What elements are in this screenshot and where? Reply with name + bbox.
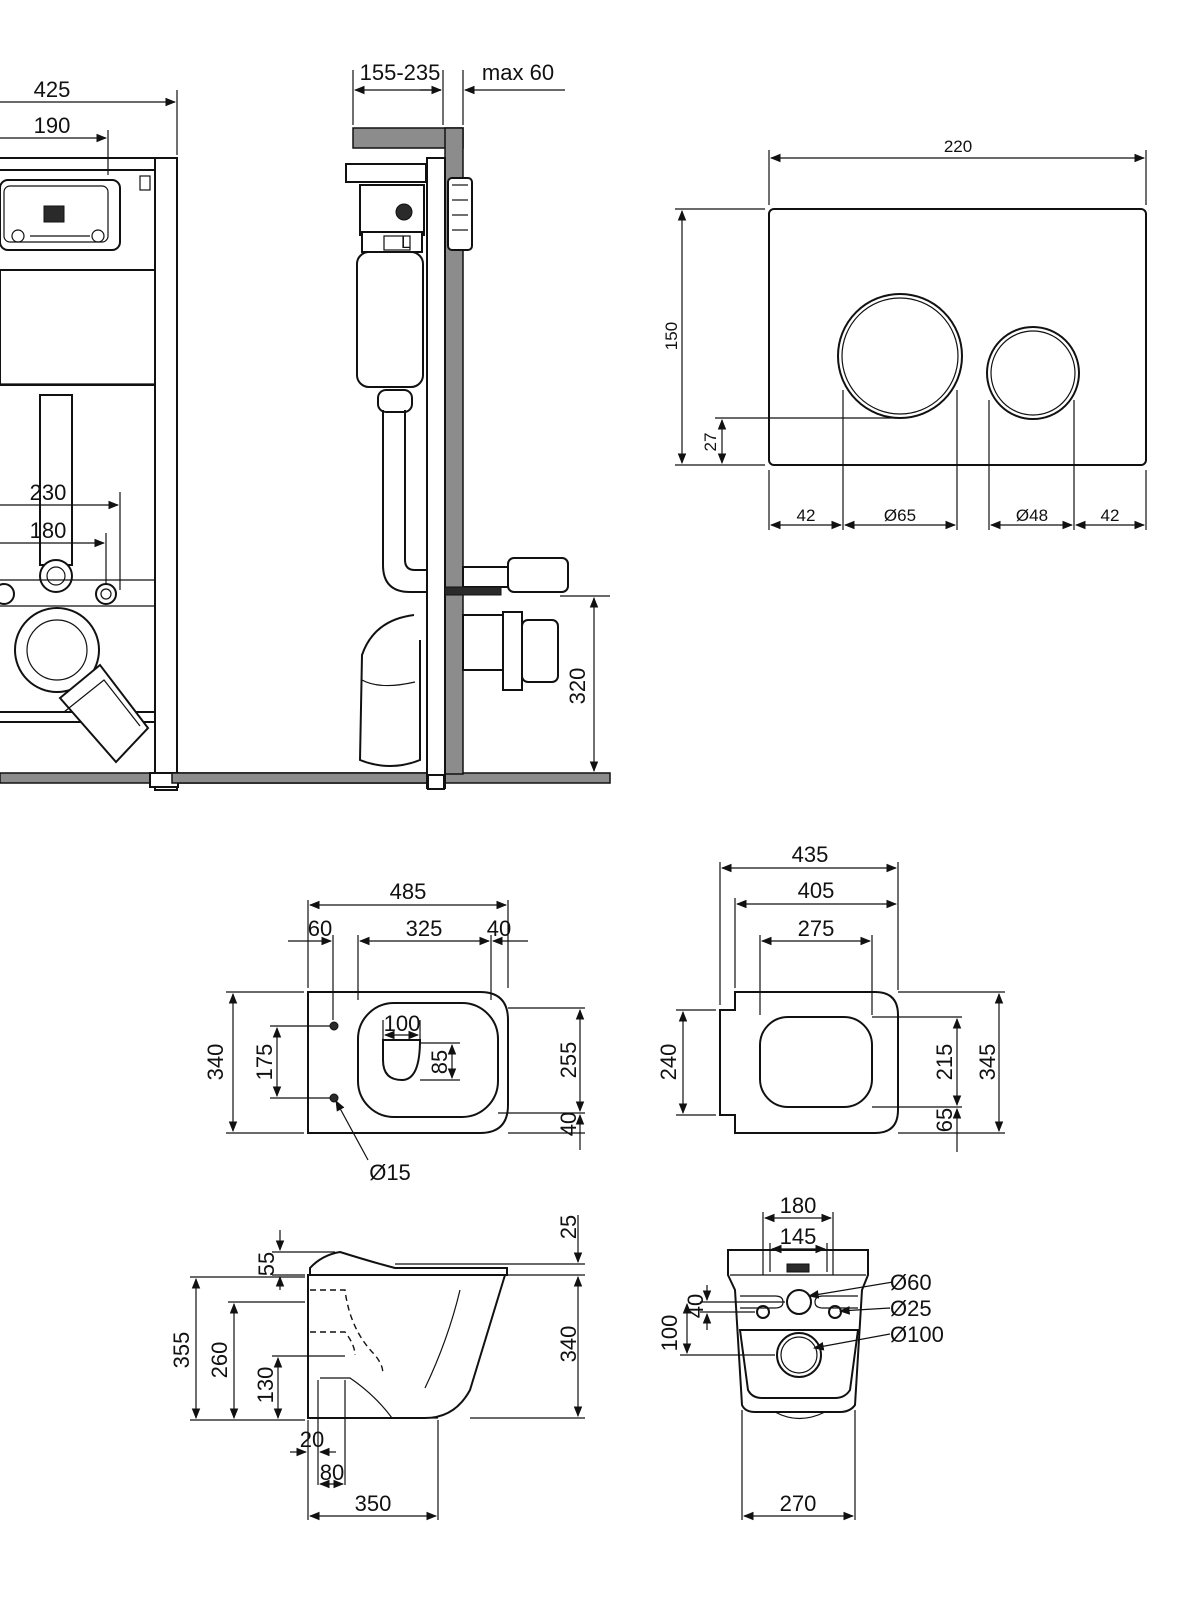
frame-side-view: L 155-235 max 60 320 (171, 60, 611, 790)
frame-upright-right (154, 157, 178, 791)
cistern (0, 269, 156, 386)
bowl-rear-outline (727, 1249, 869, 1413)
dim-top-offset: 25 (556, 1215, 581, 1239)
dim-diameter-60: Ø60 (890, 1270, 932, 1295)
dim-lower-height: 130 (253, 1367, 278, 1404)
dim-big-button: Ø65 (884, 506, 916, 525)
dim-margin-left: 42 (797, 506, 816, 525)
dim-seat-area: 325 (406, 916, 443, 941)
dim-opening-width: 100 (384, 1011, 421, 1036)
outlet-bend (358, 614, 421, 767)
dim-seat-rear-height: 240 (656, 1044, 681, 1081)
seat-outline (719, 991, 899, 1134)
supply-connector (507, 557, 569, 593)
dim-seat-total-height: 345 (975, 1044, 1000, 1081)
dim-button-offset: 27 (701, 433, 720, 452)
bowl-side-view: 55 355 260 130 25 340 20 80 350 (169, 1215, 585, 1521)
seat-top-view: 435 405 275 240 215 65 345 (656, 842, 1005, 1152)
top-bracket (345, 163, 427, 183)
dim-bowl-height: 355 (169, 1332, 194, 1369)
dim-plate-height: 150 (662, 322, 681, 350)
small-flush-button (986, 326, 1080, 420)
svg-text:L: L (401, 233, 410, 252)
dim-seat-thickness: 55 (254, 1252, 279, 1276)
dim-bowl-depth: 340 (203, 1044, 228, 1081)
dim-seat-inner: 275 (798, 916, 835, 941)
seat-opening (759, 1016, 873, 1108)
dim-offset-b: 100 (657, 1315, 682, 1352)
dim-inner-depth: 255 (556, 1042, 581, 1079)
dim-hole-span: 175 (252, 1044, 277, 1081)
dim-bolt-span-inner: 180 (30, 518, 67, 543)
cistern-side (356, 251, 424, 388)
dim-margin-right: 42 (1101, 506, 1120, 525)
dim-front: 40 (487, 916, 511, 941)
bowl-top-view: 485 60 325 40 340 175 100 85 255 4 (203, 879, 585, 1185)
dim-cistern-width: 190 (34, 113, 71, 138)
dim-front-gap: 40 (556, 1112, 581, 1136)
dim-depth-range: 155-235 (360, 60, 441, 85)
dim-hole-diameter: Ø15 (369, 1160, 411, 1185)
dim-rear: 60 (308, 916, 332, 941)
dim-diameter-25: Ø25 (890, 1296, 932, 1321)
bowl-body-side (307, 1274, 507, 1419)
dim-outer-span: 180 (780, 1193, 817, 1218)
bowl-opening (357, 1002, 499, 1118)
outlet-hole-rear (776, 1332, 822, 1378)
dim-rear-width: 270 (780, 1491, 817, 1516)
dim-small-button: Ø48 (1016, 506, 1048, 525)
waste-connector (521, 619, 559, 683)
flush-pipe (39, 394, 73, 566)
flush-plate-view: 220 150 27 42 Ø65 Ø48 42 (662, 137, 1147, 530)
bowl-rear-view: 180 145 40 100 Ø60 Ø25 Ø100 270 (657, 1193, 944, 1521)
dim-inner-span: 145 (780, 1224, 817, 1249)
dim-bolt-span-outer: 230 (30, 480, 67, 505)
dim-bowl-length: 485 (390, 879, 427, 904)
dim-seat-bottom: 65 (932, 1108, 957, 1132)
seat-lid-side (309, 1250, 508, 1276)
dim-frame-width: 425 (34, 77, 71, 102)
dim-outlet-height: 320 (565, 668, 590, 705)
dim-seat-length: 435 (792, 842, 829, 867)
dim-plate-width: 220 (944, 137, 972, 156)
frame-upright-side (426, 157, 446, 789)
bowl-outline-top (307, 991, 509, 1134)
dim-seat-inner-height: 215 (932, 1044, 957, 1081)
dim-max-wall: max 60 (482, 60, 554, 85)
dim-diameter-100: Ø100 (890, 1322, 944, 1347)
dim-opening-height: 85 (427, 1050, 452, 1074)
dim-upper-height: 260 (207, 1342, 232, 1379)
big-flush-button (837, 293, 963, 419)
frame-front-view: 425 190 230 180 (0, 77, 431, 791)
wall-plate (447, 177, 473, 251)
dim-base-offset: 20 (300, 1427, 324, 1452)
dim-bowl-side-length: 350 (355, 1491, 392, 1516)
floor-right (171, 772, 611, 784)
dim-body-height: 340 (556, 1326, 581, 1363)
dim-base-width: 80 (320, 1460, 344, 1485)
dim-seat-outer: 405 (798, 878, 835, 903)
